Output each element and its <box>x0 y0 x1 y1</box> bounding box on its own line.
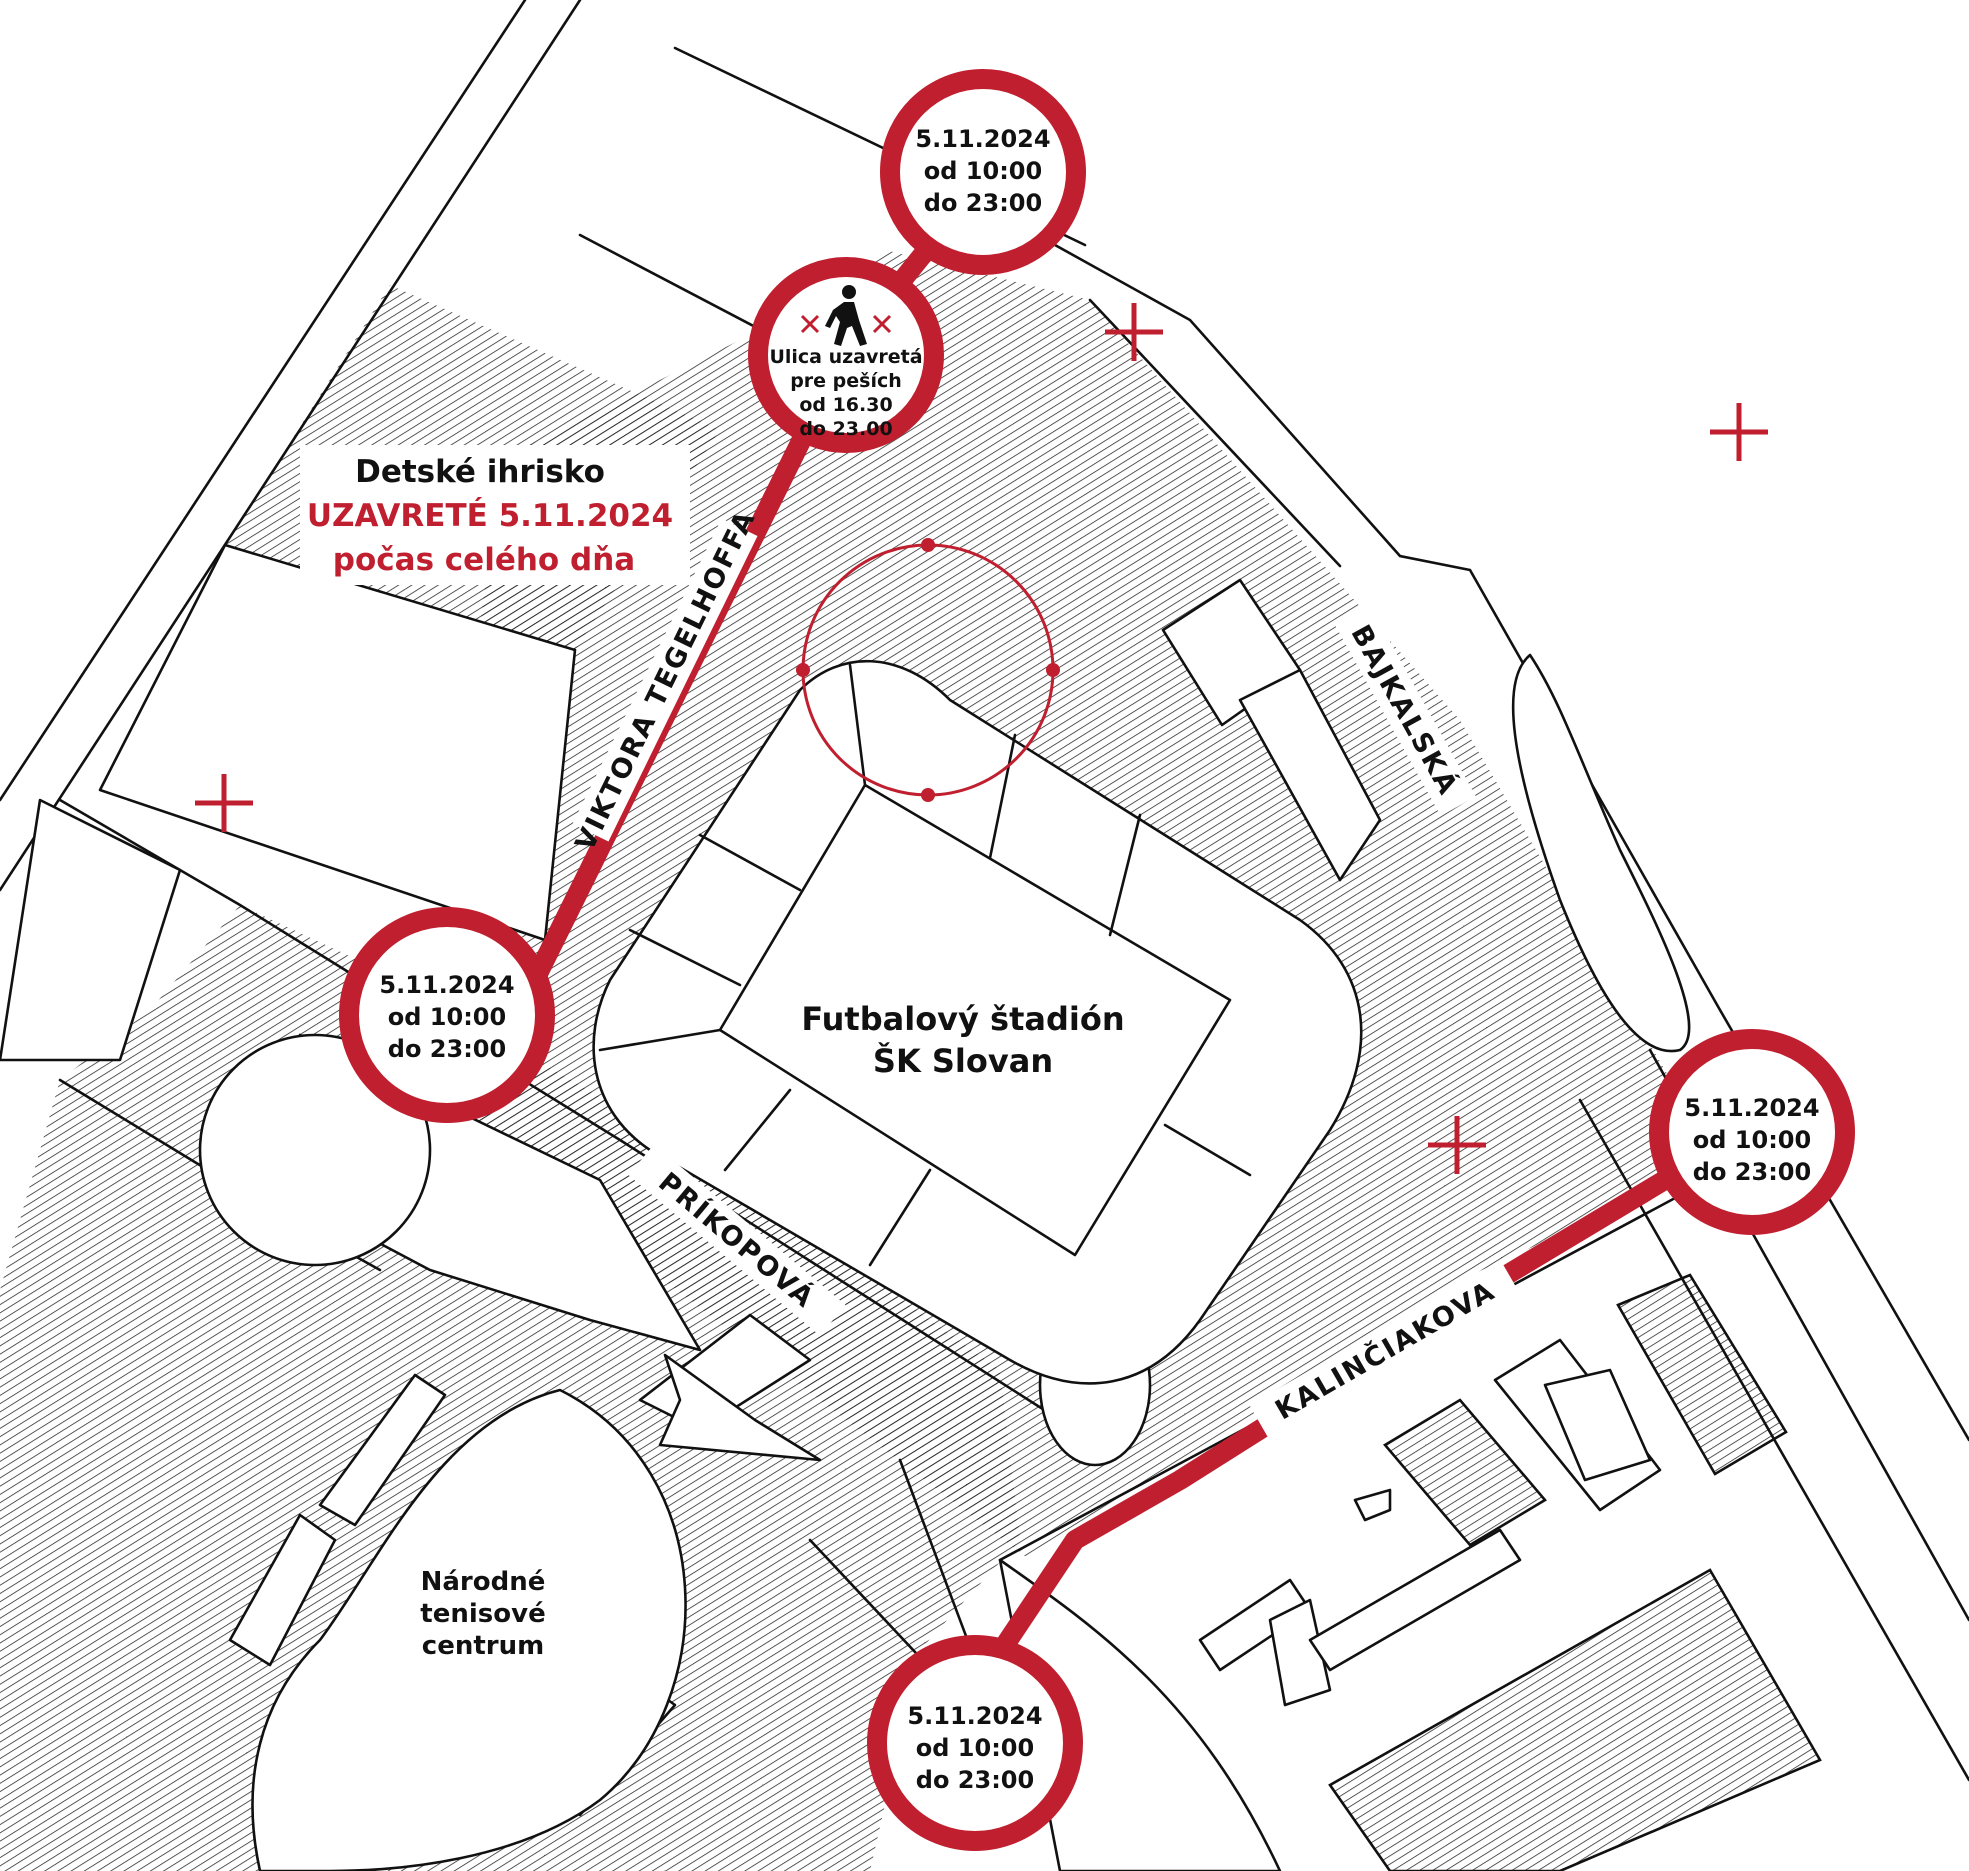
playground-status: UZAVRETÉ 5.11.2024 <box>307 498 673 534</box>
buildings <box>0 543 1691 1871</box>
tennis-label-line2: tenisové <box>420 1599 545 1629</box>
cross-icon <box>1428 1116 1486 1174</box>
closure-north-to: do 23:00 <box>924 189 1042 217</box>
playground-title: Detské ihrisko <box>355 454 605 490</box>
center-circle <box>796 538 1060 802</box>
stadium-label-line1: Futbalový štadión <box>801 1000 1124 1038</box>
pedestrian-line4: do 23.00 <box>799 418 892 440</box>
stadium: Futbalový štadión ŠK Slovan <box>592 538 1363 1385</box>
closure-north-from: od 10:00 <box>924 157 1042 185</box>
playground-label: Detské ihrisko UZAVRETÉ 5.11.2024 počas … <box>300 445 690 585</box>
tennis-label-line3: centrum <box>422 1631 544 1661</box>
closure-pedestrian: Ulica uzavretá pre peších od 16.30 do 23… <box>748 257 944 453</box>
stadium-pitch <box>718 783 1232 1257</box>
closure-south: 5.11.2024 od 10:00 do 23:00 <box>867 1635 1083 1851</box>
stadium-label-line2: ŠK Slovan <box>873 1041 1053 1080</box>
closure-south-to: do 23:00 <box>916 1766 1034 1794</box>
cross-icon <box>1105 303 1163 361</box>
tennis-label-line1: Národné <box>421 1567 546 1597</box>
pedestrian-line2: pre peších <box>790 370 902 392</box>
closure-east-from: od 10:00 <box>1693 1126 1811 1154</box>
pedestrian-line1: Ulica uzavretá <box>769 346 922 368</box>
closure-north-date: 5.11.2024 <box>915 125 1050 153</box>
closure-west-to: do 23:00 <box>388 1035 506 1063</box>
closure-west: 5.11.2024 od 10:00 do 23:00 <box>339 907 555 1123</box>
pedestrian-line3: od 16.30 <box>799 394 892 416</box>
cross-icon <box>195 774 253 832</box>
closure-north: 5.11.2024 od 10:00 do 23:00 <box>880 69 1086 275</box>
playground-duration: počas celého dňa <box>333 542 635 578</box>
cross-markers <box>195 303 1768 1174</box>
stadium-sections <box>598 663 1252 1267</box>
closure-south-date: 5.11.2024 <box>907 1702 1042 1730</box>
closure-west-from: od 10:00 <box>388 1003 506 1031</box>
pedestrian-icon <box>800 285 892 346</box>
closure-east-date: 5.11.2024 <box>1684 1094 1819 1122</box>
closure-east: 5.11.2024 od 10:00 do 23:00 <box>1649 1029 1855 1235</box>
east-building-hatched-1 <box>1616 1273 1788 1476</box>
tennis-centre-label: Národné tenisové centrum <box>420 1567 545 1661</box>
cross-icon <box>1710 403 1768 461</box>
east-building-hatched-3 <box>1328 1568 1822 1871</box>
closure-south-from: od 10:00 <box>916 1734 1034 1762</box>
east-building-hatched-2 <box>1383 1398 1547 1547</box>
closure-east-to: do 23:00 <box>1693 1158 1811 1186</box>
closure-west-date: 5.11.2024 <box>379 971 514 999</box>
